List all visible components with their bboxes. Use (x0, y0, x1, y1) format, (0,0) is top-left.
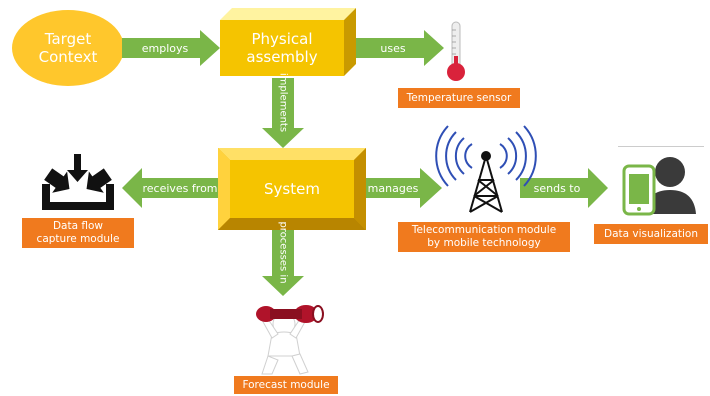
telecom-module-tag: Telecommunication module by mobile techn… (398, 222, 570, 252)
physical-assembly-label: Physical assembly (246, 30, 318, 66)
manages-arrow (366, 168, 442, 208)
processes-in-label: processes in (277, 221, 289, 284)
temperature-sensor-tag: Temperature sensor (398, 88, 520, 108)
antenna-icon (435, 125, 537, 213)
data-flow-capture-tag: Data flow capture module (22, 218, 134, 248)
physical-assembly-box (220, 8, 356, 76)
manages-label: manages (367, 182, 419, 195)
target-context-ellipse (12, 10, 124, 86)
implements-label: implements (277, 72, 289, 133)
uses-arrow (356, 30, 444, 66)
forecast-module-tag: Forecast module (234, 376, 338, 394)
phone-user-icon (618, 146, 704, 216)
sends-to-label: sends to (533, 182, 581, 195)
receives-from-label: receives from (142, 182, 218, 195)
binoculars-figure-icon (256, 305, 324, 375)
implements-arrow (262, 78, 304, 148)
employs-label: employs (141, 42, 189, 55)
uses-label: uses (380, 42, 406, 55)
thermometer-icon (447, 21, 465, 81)
processes-in-arrow (262, 230, 304, 296)
data-visualization-tag: Data visualization (594, 224, 708, 244)
download-tray-icon (42, 154, 114, 210)
system-box (218, 148, 366, 230)
system-label: System (264, 180, 320, 198)
target-context-label: Target Context (38, 30, 98, 66)
sends-to-arrow (520, 168, 608, 208)
employs-arrow (122, 30, 220, 66)
receives-from-arrow (122, 168, 218, 208)
